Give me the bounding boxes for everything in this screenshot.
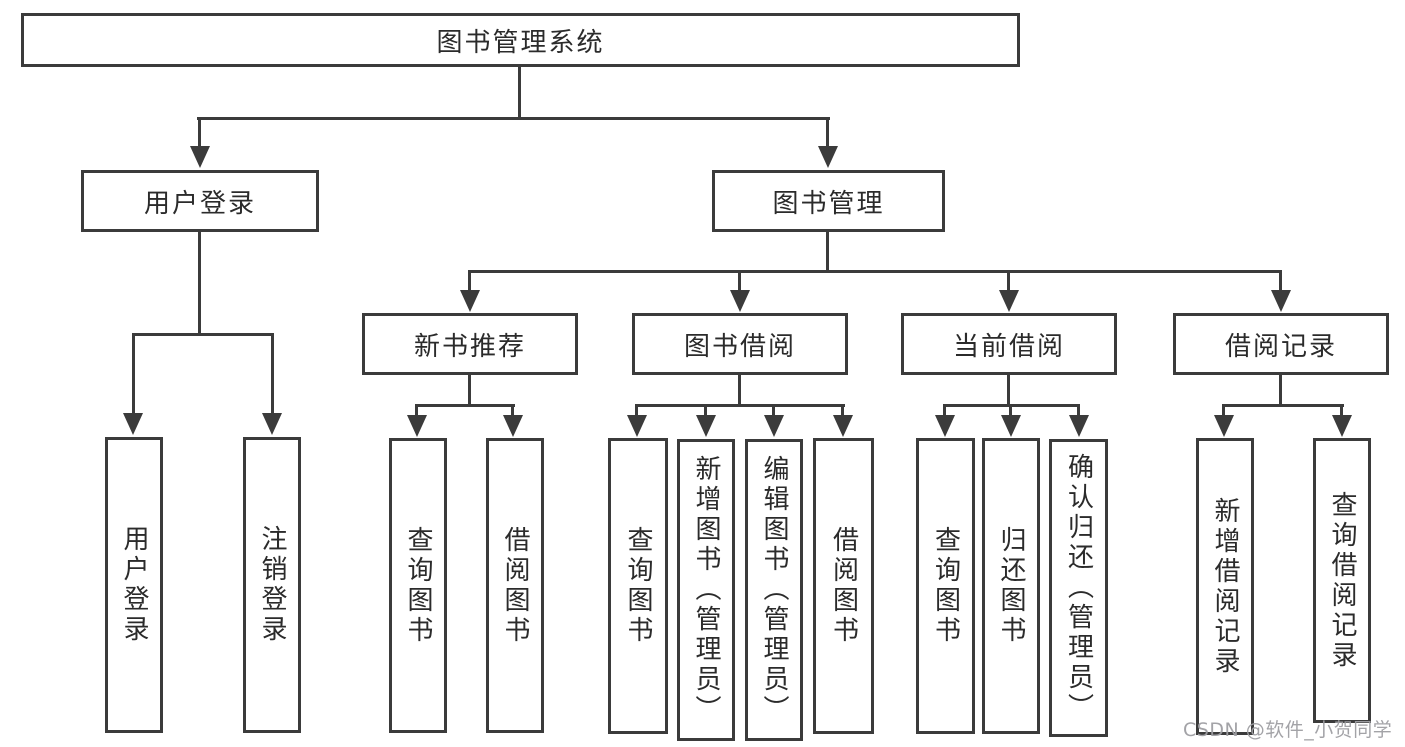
connector-stub <box>1340 404 1343 417</box>
leaf-borrow-books-recommend-label: 借阅图书 <box>500 525 530 646</box>
leaf-add-borrow-record: 新增借阅记录 <box>1196 438 1254 735</box>
arrow-down-icon <box>1271 290 1291 312</box>
leaf-borrow-books-borrow-label: 借阅图书 <box>828 526 859 646</box>
connector-stub <box>635 404 638 417</box>
arrow-down-icon <box>460 290 480 312</box>
connector-stub <box>1009 404 1012 417</box>
leaf-add-borrow-record-label: 新增借阅记录 <box>1210 496 1240 677</box>
connector-book-borrow-bar <box>635 404 845 407</box>
connector-book-borrow-drop <box>738 375 741 407</box>
connector-stub <box>772 404 775 417</box>
node-book-management: 图书管理 <box>712 170 945 232</box>
leaf-query-books-borrow-label: 查询图书 <box>623 526 653 646</box>
connector-current-borrow-drop <box>1007 375 1010 407</box>
connector-new-book-drop <box>468 375 471 407</box>
arrow-down-icon <box>935 415 955 437</box>
arrow-down-icon <box>1069 415 1089 437</box>
node-book-borrowing: 图书借阅 <box>632 313 848 375</box>
leaf-add-books-admin: 新增图书（管理员） <box>677 439 735 741</box>
connector-stub <box>511 404 514 417</box>
connector-to-borrow-records <box>1279 270 1282 292</box>
leaf-user-login-label: 用户登录 <box>119 525 149 645</box>
node-borrowing-records: 借阅记录 <box>1173 313 1389 375</box>
arrow-down-icon <box>764 415 784 437</box>
node-root-label: 图书管理系统 <box>436 27 605 58</box>
node-user-login-label: 用户登录 <box>143 188 256 219</box>
connector-stub <box>704 404 707 417</box>
arrow-down-icon <box>818 146 838 168</box>
arrow-down-icon <box>407 415 427 437</box>
leaf-borrow-books-recommend: 借阅图书 <box>486 438 544 733</box>
connector-to-book-borrow <box>738 270 741 292</box>
connector-stub <box>415 404 418 417</box>
connector-borrow-records-drop <box>1279 375 1282 407</box>
leaf-borrow-books-borrow: 借阅图书 <box>813 438 874 734</box>
node-book-management-label: 图书管理 <box>772 188 885 219</box>
connector-to-book-management <box>826 117 829 150</box>
arrow-down-icon <box>833 415 853 437</box>
node-user-login: 用户登录 <box>81 170 319 232</box>
arrow-down-icon <box>123 413 143 435</box>
node-borrowing-records-label: 借阅记录 <box>1224 331 1337 362</box>
node-current-borrowing-label: 当前借阅 <box>952 331 1065 362</box>
arrow-down-icon <box>696 415 716 437</box>
connector-to-leaf-logout <box>271 333 274 415</box>
node-current-borrowing: 当前借阅 <box>901 313 1117 375</box>
leaf-query-borrow-record-label: 查询借阅记录 <box>1327 490 1357 671</box>
connector-borrow-records-bar <box>1222 404 1344 407</box>
connector-user-login-drop <box>198 232 201 336</box>
leaf-query-books-recommend-label: 查询图书 <box>403 525 433 646</box>
arrow-down-icon <box>1214 415 1234 437</box>
arrow-down-icon <box>730 290 750 312</box>
connector-to-user-login <box>198 117 201 150</box>
connector-book-management-drop <box>826 232 829 273</box>
connector-stub <box>1222 404 1225 417</box>
connector-stub <box>943 404 946 417</box>
connector-to-current-borrow <box>1007 270 1010 292</box>
connector-new-book-bar <box>415 404 515 407</box>
node-new-book-recommendation-label: 新书推荐 <box>413 331 526 362</box>
connector-level2-bar <box>468 270 1282 273</box>
connector-stub <box>841 404 844 417</box>
leaf-query-books-recommend: 查询图书 <box>389 438 447 733</box>
connector-to-new-book <box>468 270 471 292</box>
leaf-confirm-return-admin-label: 确认归还（管理员） <box>1063 453 1094 723</box>
leaf-query-books-current-label: 查询图书 <box>930 526 961 646</box>
leaf-return-books: 归还图书 <box>982 438 1040 734</box>
leaf-logout: 注销登录 <box>243 437 301 733</box>
leaf-edit-books-admin: 编辑图书（管理员） <box>745 439 803 741</box>
arrow-down-icon <box>627 415 647 437</box>
leaf-confirm-return-admin: 确认归还（管理员） <box>1049 439 1108 737</box>
arrow-down-icon <box>503 415 523 437</box>
leaf-query-books-current: 查询图书 <box>916 438 975 734</box>
connector-to-leaf-user-login <box>132 333 135 415</box>
connector-stub <box>1077 404 1080 417</box>
connector-user-login-bar <box>132 333 274 336</box>
node-new-book-recommendation: 新书推荐 <box>362 313 578 375</box>
leaf-query-borrow-record: 查询借阅记录 <box>1313 438 1371 723</box>
arrow-down-icon <box>999 290 1019 312</box>
leaf-add-books-admin-label: 新增图书（管理员） <box>691 455 721 725</box>
arrow-down-icon <box>1001 415 1021 437</box>
node-book-borrowing-label: 图书借阅 <box>683 331 796 362</box>
connector-level1-bar <box>197 117 830 120</box>
leaf-logout-label: 注销登录 <box>257 525 287 645</box>
leaf-query-books-borrow: 查询图书 <box>608 438 668 734</box>
leaf-return-books-label: 归还图书 <box>996 526 1026 646</box>
arrow-down-icon <box>1332 415 1352 437</box>
arrow-down-icon <box>262 413 282 435</box>
connector-root-trunk <box>518 66 521 120</box>
arrow-down-icon <box>190 146 210 168</box>
node-root: 图书管理系统 <box>21 13 1020 67</box>
leaf-edit-books-admin-label: 编辑图书（管理员） <box>759 455 789 725</box>
csdn-watermark: CSDN @软件_小贺同学 <box>1183 719 1393 741</box>
leaf-user-login: 用户登录 <box>105 437 163 733</box>
